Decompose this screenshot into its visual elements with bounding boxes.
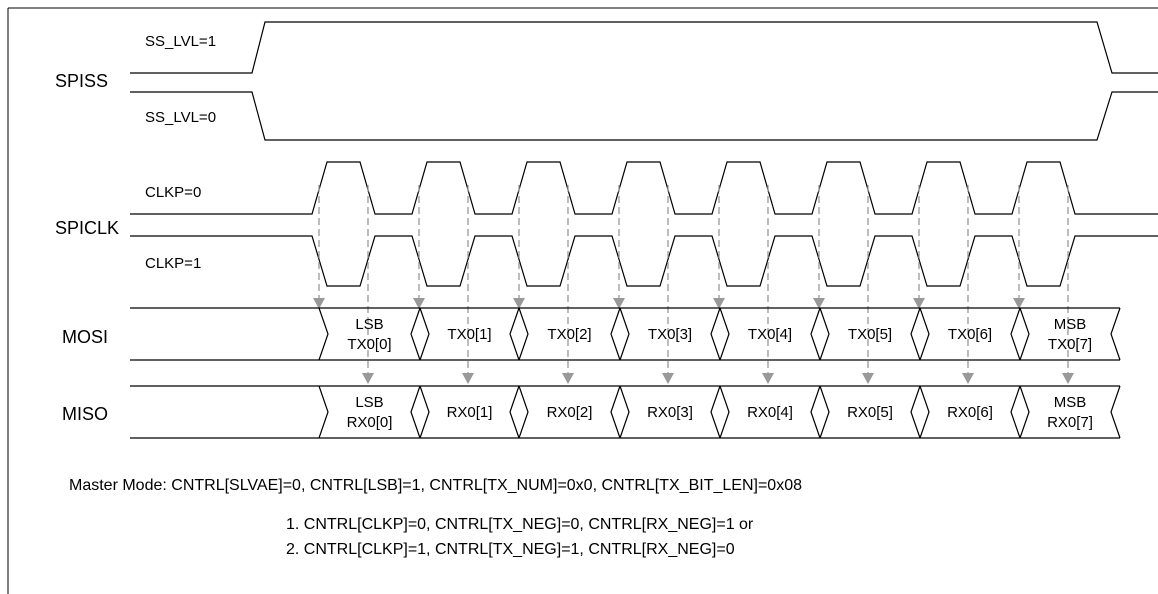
mosi-cell-label: MSB [1054,316,1087,333]
spiss-waveform-ss-lvl-1 [130,21,1158,74]
miso-transition [710,385,721,439]
miso-transition [1010,385,1021,439]
miso-cell-label: RX0[7] [1047,414,1093,431]
miso-transition [719,385,730,439]
mosi-transition [1110,307,1121,361]
mosi-cell-label: TX0[0] [347,336,391,353]
signal-label-spiss: SPISS [55,71,108,91]
sample-arrow [762,373,774,384]
mosi-transition [619,307,630,361]
config-option-2: 2. CNTRL[CLKP]=1, CNTRL[TX_NEG]=1, CNTRL… [286,541,735,558]
mosi-cell-label: TX0[7] [1048,336,1092,353]
launch-arrow [313,298,325,309]
miso-transition [318,385,329,439]
mosi-transition [1019,307,1030,361]
launch-arrow [813,298,825,309]
mosi-transition [318,307,329,361]
launch-arrow [713,298,725,309]
signal-label-miso: MISO [62,404,108,424]
sample-arrow [862,373,874,384]
mosi-transition [419,307,430,361]
miso-cell-label: LSB [355,394,383,411]
mosi-cell-label: TX0[6] [948,326,992,343]
mosi-transition [509,307,520,361]
mosi-cell-label: TX0[5] [848,326,892,343]
mosi-transition [719,307,730,361]
miso-transition [919,385,930,439]
miso-transition [410,385,421,439]
mosi-transition [910,307,921,361]
miso-transition [419,385,430,439]
miso-cell-label: RX0[4] [747,404,793,421]
miso-transition [819,385,830,439]
launch-arrow [513,298,525,309]
variant-label-ss-high: SS_LVL=1 [145,33,216,50]
sample-arrow [462,373,474,384]
signal-label-mosi: MOSI [62,327,108,347]
miso-transition [1019,385,1030,439]
mosi-cell-label: TX0[2] [547,326,591,343]
miso-cell-label: RX0[0] [347,414,393,431]
mosi-cell-label: LSB [355,316,383,333]
miso-cell-label: MSB [1054,394,1087,411]
miso-cell-label: RX0[6] [947,404,993,421]
variant-label-ss-low: SS_LVL=0 [145,109,216,126]
miso-cell-label: RX0[2] [547,404,593,421]
mosi-transition [810,307,821,361]
spiss-waveform-ss-lvl-0 [130,91,1158,141]
mosi-transition [410,307,421,361]
miso-transition [1110,385,1121,439]
miso-transition [518,385,529,439]
mosi-transition [610,307,621,361]
launch-arrow [413,298,425,309]
sampling-guides [313,185,1074,384]
mosi-transition [1010,307,1021,361]
sample-arrow [662,373,674,384]
miso-transition [910,385,921,439]
config-option-1: 1. CNTRL[CLKP]=0, CNTRL[TX_NEG]=0, CNTRL… [286,516,754,533]
mosi-transition [919,307,930,361]
spiclk-waveform-clkp-1 [130,235,1158,287]
sample-arrow [362,373,374,384]
miso-cell-label: RX0[1] [447,404,493,421]
data-bus-waveforms: LSB TX0[0] TX0[1] TX0[2] TX0[3] TX0[4] TX0[5] T… [130,307,1121,439]
launch-arrow [913,298,925,309]
clock-waveforms [130,161,1158,287]
master-mode-note: Master Mode: CNTRL[SLVAE]=0, CNTRL[LSB]=… [69,477,802,494]
miso-transition [619,385,630,439]
launch-arrow [613,298,625,309]
spiclk-waveform-clkp-0 [130,161,1158,215]
sample-arrow [562,373,574,384]
miso-transition [810,385,821,439]
signal-label-spiclk: SPICLK [55,218,119,238]
mosi-transition [710,307,721,361]
sample-arrow [1062,373,1074,384]
miso-transition [610,385,621,439]
miso-transition [509,385,520,439]
mosi-transition [819,307,830,361]
sample-arrow [962,373,974,384]
launch-arrow [1013,298,1025,309]
variant-label-clkp1: CLKP=1 [145,255,201,272]
mosi-transition [518,307,529,361]
mosi-cell-label: TX0[4] [748,326,792,343]
mosi-cell-label: TX0[1] [447,326,491,343]
miso-cell-label: RX0[5] [847,404,893,421]
variant-label-clkp0: CLKP=0 [145,184,201,201]
miso-cell-label: RX0[3] [647,404,693,421]
mosi-cell-label: TX0[3] [648,326,692,343]
